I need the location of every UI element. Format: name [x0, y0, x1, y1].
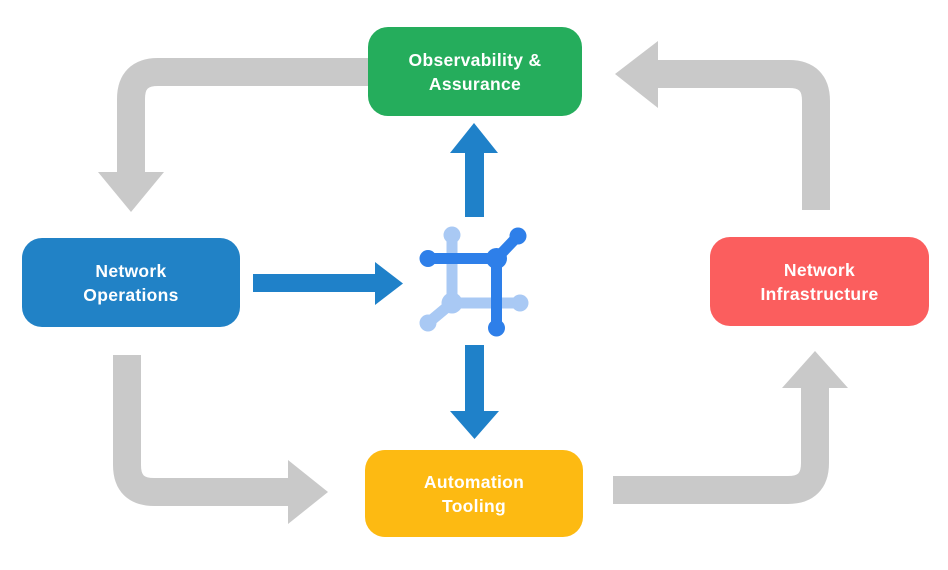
node-dot — [511, 294, 529, 312]
flow-arrow-center-to-automation — [450, 345, 499, 439]
node-network-infrastructure: Network Infrastructure — [710, 237, 929, 326]
flow-arrow-center-to-observability — [450, 123, 498, 217]
flow-arrow-automation-to-infrastructure — [613, 351, 848, 504]
node-dot — [443, 226, 461, 244]
node-dot — [419, 250, 437, 267]
node-network-operations: Network Operations — [22, 238, 240, 327]
node-label: Network Operations — [83, 260, 179, 305]
node-label: Observability & Assurance — [408, 49, 542, 94]
flow-arrow-infrastructure-to-observability — [615, 41, 830, 210]
arrowhead-up — [450, 123, 498, 153]
junction-dot — [486, 248, 507, 269]
arrowhead-right — [288, 460, 328, 524]
node-observability-assurance: Observability & Assurance — [368, 27, 582, 116]
junction-dot — [441, 292, 463, 314]
node-automation-tooling: Automation Tooling — [365, 450, 583, 537]
node-dot — [419, 314, 437, 332]
node-label: Automation Tooling — [423, 471, 525, 516]
flow-arrow-observability-to-operations — [98, 58, 368, 212]
node-dot — [509, 227, 527, 245]
arrowhead-right — [375, 262, 403, 305]
arrowhead-left — [615, 41, 658, 108]
flow-arrow-operations-to-automation — [113, 355, 328, 524]
flow-arrow-operations-to-center — [253, 262, 403, 305]
arrowhead-up — [782, 351, 848, 388]
arrowhead-down — [98, 172, 164, 212]
network-mesh-icon — [419, 226, 529, 337]
arrowhead-down — [450, 411, 499, 439]
node-label: Network Infrastructure — [760, 259, 879, 304]
node-dot — [488, 319, 505, 337]
